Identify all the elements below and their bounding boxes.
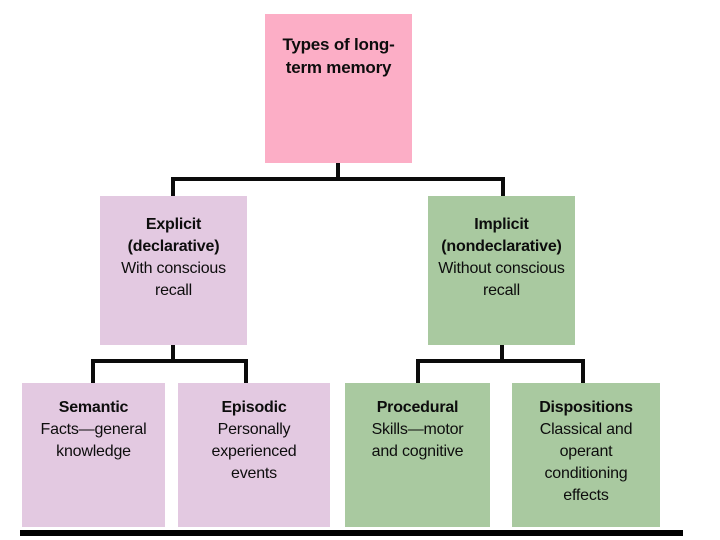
node-subtitle: Without conscious recall <box>438 260 565 299</box>
node-title: Implicit (nondeclarative) <box>441 216 562 255</box>
connector-explicit-horizontal <box>91 359 248 363</box>
node-subtitle: Skills—motor and cognitive <box>371 421 464 460</box>
connector-drop-explicit <box>171 177 175 196</box>
node-subtitle: Personally experienced events <box>211 421 297 482</box>
node-subtitle: Classical and operant conditioning effec… <box>539 421 633 504</box>
slide-footer-bar <box>20 530 683 536</box>
connector-root-stub <box>336 163 340 180</box>
connector-implicit-horizontal <box>416 359 585 363</box>
node-title: Episodic <box>221 399 287 416</box>
connector-drop-dispositions <box>581 359 585 383</box>
node-episodic: Episodic Personally experienced events <box>178 383 330 527</box>
node-types-of-long-term-memory: Types of long- term memory <box>265 14 412 163</box>
node-implicit: Implicit (nondeclarative) Without consci… <box>428 196 575 345</box>
connector-drop-implicit <box>501 177 505 196</box>
node-procedural: Procedural Skills—motor and cognitive <box>345 383 490 527</box>
node-title: Semantic <box>58 399 129 416</box>
node-subtitle: With conscious recall <box>121 260 226 299</box>
connector-drop-episodic <box>244 359 248 383</box>
node-subtitle: Facts—general knowledge <box>40 421 147 460</box>
connector-explicit-stub <box>171 345 175 363</box>
node-title: Types of long- term memory <box>282 35 395 77</box>
connector-implicit-stub <box>500 345 504 363</box>
node-title: Explicit (declarative) <box>127 216 220 255</box>
node-title: Dispositions <box>539 399 633 416</box>
node-title: Procedural <box>376 399 459 416</box>
node-explicit: Explicit (declarative) With conscious re… <box>100 196 247 345</box>
node-dispositions: Dispositions Classical and operant condi… <box>512 383 660 527</box>
connector-root-horizontal <box>171 177 505 181</box>
connector-drop-procedural <box>416 359 420 383</box>
connector-drop-semantic <box>91 359 95 383</box>
node-semantic: Semantic Facts—general knowledge <box>22 383 165 527</box>
